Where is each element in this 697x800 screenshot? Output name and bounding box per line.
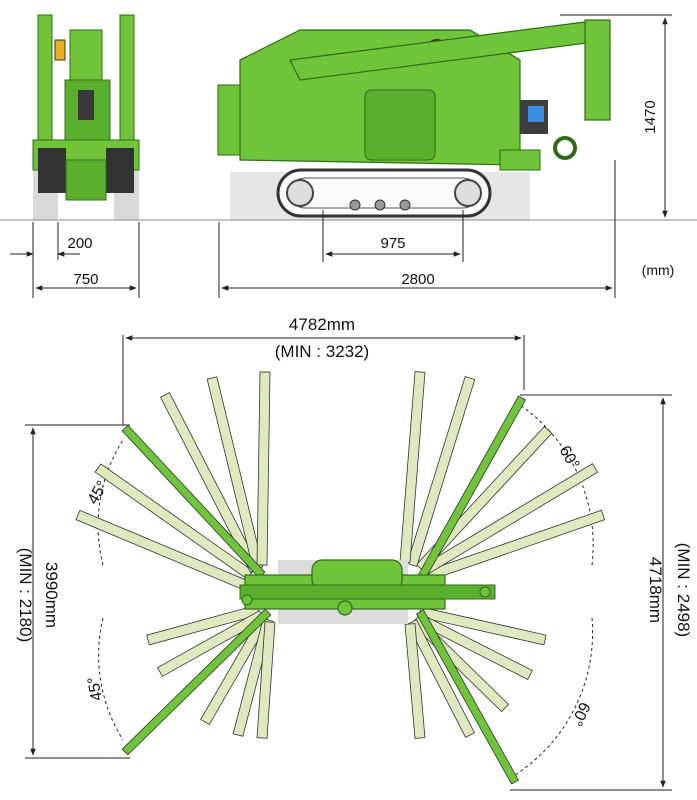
dim-200-label: 200 (67, 235, 92, 252)
plan-width-min-label: (MIN : 3232) (275, 342, 369, 361)
unit-label: (mm) (642, 262, 675, 278)
outrigger-arm-rear-left (146, 604, 260, 646)
outrigger-arm-front-right (421, 463, 599, 575)
outrigger-arm-front-left (256, 371, 271, 566)
plan-width-label: 4782mm (289, 315, 355, 334)
dim-2800-label: 2800 (401, 271, 434, 288)
front-view-crane (32, 14, 140, 220)
plan-left-height-label: 3990mm (42, 562, 61, 628)
angle-rear-right-label: 60° (567, 699, 593, 728)
angle-front-right-label: 60° (555, 443, 582, 472)
angle-rear-left-label: 45° (85, 675, 106, 702)
plan-crane-body (239, 559, 496, 624)
outrigger-fan-group (75, 371, 606, 785)
outrigger-arm-rear-right (404, 623, 426, 739)
plan-right-height-label: 4718mm (646, 557, 665, 623)
plan-right-height-min-label: (MIN : 2498) (674, 543, 693, 637)
outrigger-arm-rear-left-active (121, 608, 272, 756)
outrigger-arm-front-right (415, 426, 553, 572)
plan-left-height-min-label: (MIN : 2180) (16, 548, 35, 642)
dim-1470-label: 1470 (642, 100, 659, 133)
dim-750-label: 750 (73, 271, 98, 288)
side-view-crane (217, 19, 611, 220)
dim-975-label: 975 (380, 235, 405, 252)
angle-front-left-label: 45° (85, 478, 112, 507)
outrigger-arm-front-right (406, 376, 476, 567)
outrigger-arm-rear-right-active (415, 609, 520, 785)
outrigger-arm-rear-right (407, 619, 475, 738)
outrigger-arm-rear-left (256, 621, 276, 739)
top-dimensions (10, 14, 672, 298)
